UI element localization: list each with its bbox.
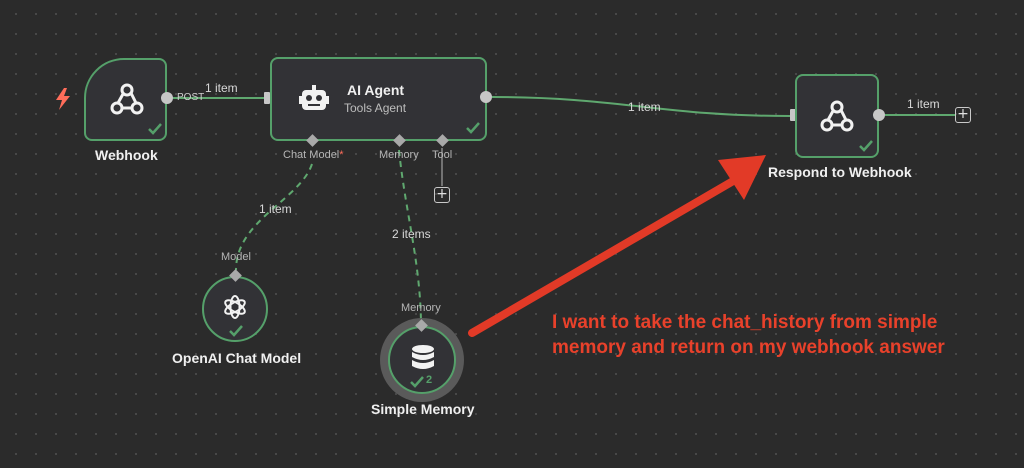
webhook-agent-items: 1 item <box>205 81 238 95</box>
webhook-icon <box>109 81 145 117</box>
agent-subtitle: Tools Agent <box>344 101 407 115</box>
respond-output-handle[interactable] <box>873 109 885 121</box>
chat-model-port-label: Chat Model* <box>283 149 344 161</box>
memory-port-label: Memory <box>379 149 419 161</box>
add-node-button[interactable]: + <box>955 107 971 123</box>
openai-title: OpenAI Chat Model <box>172 350 302 366</box>
check-icon <box>148 122 162 140</box>
respond-input-handle[interactable] <box>790 109 796 121</box>
model-agent-items: 1 item <box>259 202 292 216</box>
annotation-arrow-head <box>718 155 766 200</box>
required-mark: * <box>339 149 344 161</box>
openai-icon <box>221 293 249 321</box>
memory-title: Simple Memory <box>371 401 475 417</box>
webhook-output-handle[interactable] <box>161 92 173 104</box>
lightning-icon <box>55 88 71 110</box>
respond-to-webhook-node[interactable] <box>795 74 879 158</box>
model-port-label: Model <box>221 251 251 263</box>
annotation-arrow-shaft <box>468 173 744 337</box>
agent-output-handle[interactable] <box>480 91 492 103</box>
memory-agent-items: 2 items <box>392 227 431 241</box>
respond-title: Respond to Webhook <box>768 164 912 180</box>
simple-memory-node[interactable]: 2 <box>388 326 456 394</box>
agent-input-handle[interactable] <box>264 92 270 104</box>
check-icon <box>466 121 480 139</box>
webhook-icon <box>819 98 855 134</box>
openai-chat-model-node[interactable] <box>202 276 268 342</box>
check-icon <box>229 324 243 342</box>
robot-icon <box>299 85 329 113</box>
annotation-line-2: memory and return on my webhook answer <box>552 337 945 358</box>
webhook-title: Webhook <box>95 147 158 163</box>
check-icon <box>859 139 873 157</box>
annotation-line-1: I want to take the chat_history from sim… <box>552 312 938 333</box>
add-tool-button[interactable]: + <box>434 187 450 203</box>
agent-title: AI Agent <box>347 82 405 98</box>
check-icon <box>410 375 424 393</box>
ai-agent-node[interactable]: AI Agent Tools Agent <box>270 57 487 141</box>
memory-run-count: 2 <box>426 374 433 386</box>
database-icon <box>411 345 435 371</box>
respond-out-items: 1 item <box>907 97 940 111</box>
webhook-node[interactable] <box>84 58 167 141</box>
tool-port-label: Tool <box>432 149 453 161</box>
webhook-post-badge: POST <box>177 92 205 103</box>
agent-respond-items: 1 item <box>628 100 661 114</box>
memory-node-port-label: Memory <box>401 302 441 314</box>
